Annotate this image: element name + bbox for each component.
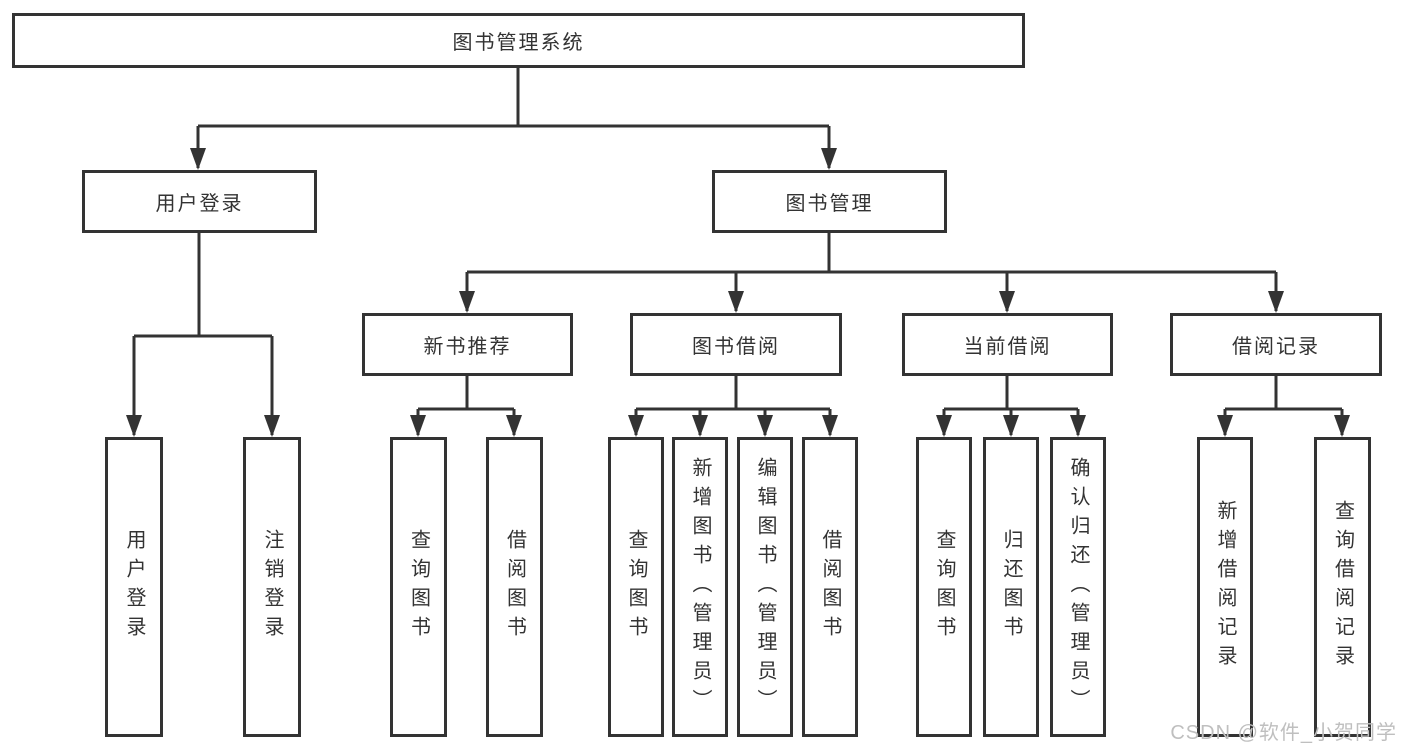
arrowhead-leaf-logout	[264, 415, 280, 437]
node-book-borrowing: 图书借阅	[630, 313, 842, 376]
node-book-borrowing-label: 图书借阅	[692, 336, 780, 358]
leaf-confirm-return-admin: 确认归还（管理员）	[1050, 437, 1106, 737]
arrowhead-leaf-confirm-return	[1070, 415, 1086, 437]
leaf-user-login: 用户登录	[105, 437, 163, 737]
arrowhead-leaf-edit-books	[757, 415, 773, 437]
arrowhead-book-management	[821, 148, 837, 170]
leaf-add-borrow-record-label: 新增借阅记录	[1214, 500, 1236, 674]
leaf-return-books: 归还图书	[983, 437, 1039, 737]
arrowhead-current-borrowing	[999, 291, 1015, 313]
node-book-management: 图书管理	[712, 170, 947, 233]
arrowhead-leaf-borrow-books	[822, 415, 838, 437]
node-new-book-recommend-label: 新书推荐	[423, 336, 512, 358]
leaf-query-borrow-record: 查询借阅记录	[1314, 437, 1371, 737]
node-current-borrowing-label: 当前借阅	[963, 336, 1052, 358]
connector-user-login-to-leaves	[132, 233, 274, 435]
leaf-query-books-borrowing: 查询图书	[608, 437, 664, 737]
arrowhead-leaf-query-books-borrowing	[628, 415, 644, 437]
node-new-book-recommend: 新书推荐	[362, 313, 573, 376]
node-borrowing-records-label: 借阅记录	[1232, 336, 1320, 358]
arrowhead-leaf-add-books	[692, 415, 708, 437]
node-book-management-label: 图书管理	[785, 193, 874, 215]
connector-root-to-level1-lines	[196, 68, 831, 168]
leaf-query-books-borrowing-label: 查询图书	[625, 529, 647, 645]
arrowhead-leaf-borrow-books-recommend	[506, 415, 522, 437]
node-root: 图书管理系统	[12, 13, 1025, 68]
leaf-edit-books-admin-label: 编辑图书（管理员）	[754, 456, 776, 718]
watermark-text: CSDN @软件_小贺同学	[1170, 722, 1397, 744]
arrowhead-book-borrowing	[728, 291, 744, 313]
arrowhead-leaf-user-login	[126, 415, 142, 437]
node-current-borrowing: 当前借阅	[902, 313, 1113, 376]
leaf-add-books-admin-label: 新增图书（管理员）	[689, 456, 711, 718]
leaf-add-borrow-record: 新增借阅记录	[1197, 437, 1253, 737]
node-user-login: 用户登录	[82, 170, 317, 233]
arrowhead-leaf-add-borrow-record	[1217, 415, 1233, 437]
arrowhead-leaf-query-books-recommend	[410, 415, 426, 437]
leaf-query-books-recommend: 查询图书	[390, 437, 447, 737]
arrowhead-leaf-query-borrow-record	[1334, 415, 1350, 437]
connector-borrowing-records-to-leaves	[1223, 376, 1344, 435]
arrowhead-borrowing-records	[1268, 291, 1284, 313]
leaf-logout: 注销登录	[243, 437, 301, 737]
leaf-edit-books-admin: 编辑图书（管理员）	[737, 437, 793, 737]
leaf-user-login-label: 用户登录	[123, 529, 145, 645]
leaf-logout-label: 注销登录	[261, 529, 283, 645]
leaf-add-books-admin: 新增图书（管理员）	[672, 437, 728, 737]
node-root-label: 图书管理系统	[452, 32, 585, 54]
leaf-borrow-books-recommend: 借阅图书	[486, 437, 543, 737]
leaf-query-books-recommend-label: 查询图书	[407, 529, 430, 645]
arrowhead-leaf-return-books	[1003, 415, 1019, 437]
leaf-confirm-return-admin-label: 确认归还（管理员）	[1067, 456, 1089, 718]
leaf-borrow-books-label: 借阅图书	[819, 529, 841, 645]
leaf-query-borrow-record-label: 查询借阅记录	[1331, 500, 1354, 674]
leaf-return-books-label: 归还图书	[1000, 529, 1022, 645]
node-borrowing-records: 借阅记录	[1170, 313, 1382, 376]
arrowhead-new-book-recommend	[459, 291, 475, 313]
leaf-query-books-current: 查询图书	[916, 437, 972, 737]
connector-book-borrowing-to-leaves	[634, 376, 832, 435]
connector-book-management-to-level2	[465, 233, 1278, 311]
leaf-borrow-books-recommend-label: 借阅图书	[503, 529, 526, 645]
leaf-borrow-books: 借阅图书	[802, 437, 858, 737]
leaf-query-books-current-label: 查询图书	[933, 529, 955, 645]
node-user-login-label: 用户登录	[155, 193, 244, 215]
arrowhead-leaf-query-books-current	[936, 415, 952, 437]
arrowhead-user-login	[190, 148, 206, 170]
connector-new-book-recommend-to-leaves	[416, 376, 516, 435]
